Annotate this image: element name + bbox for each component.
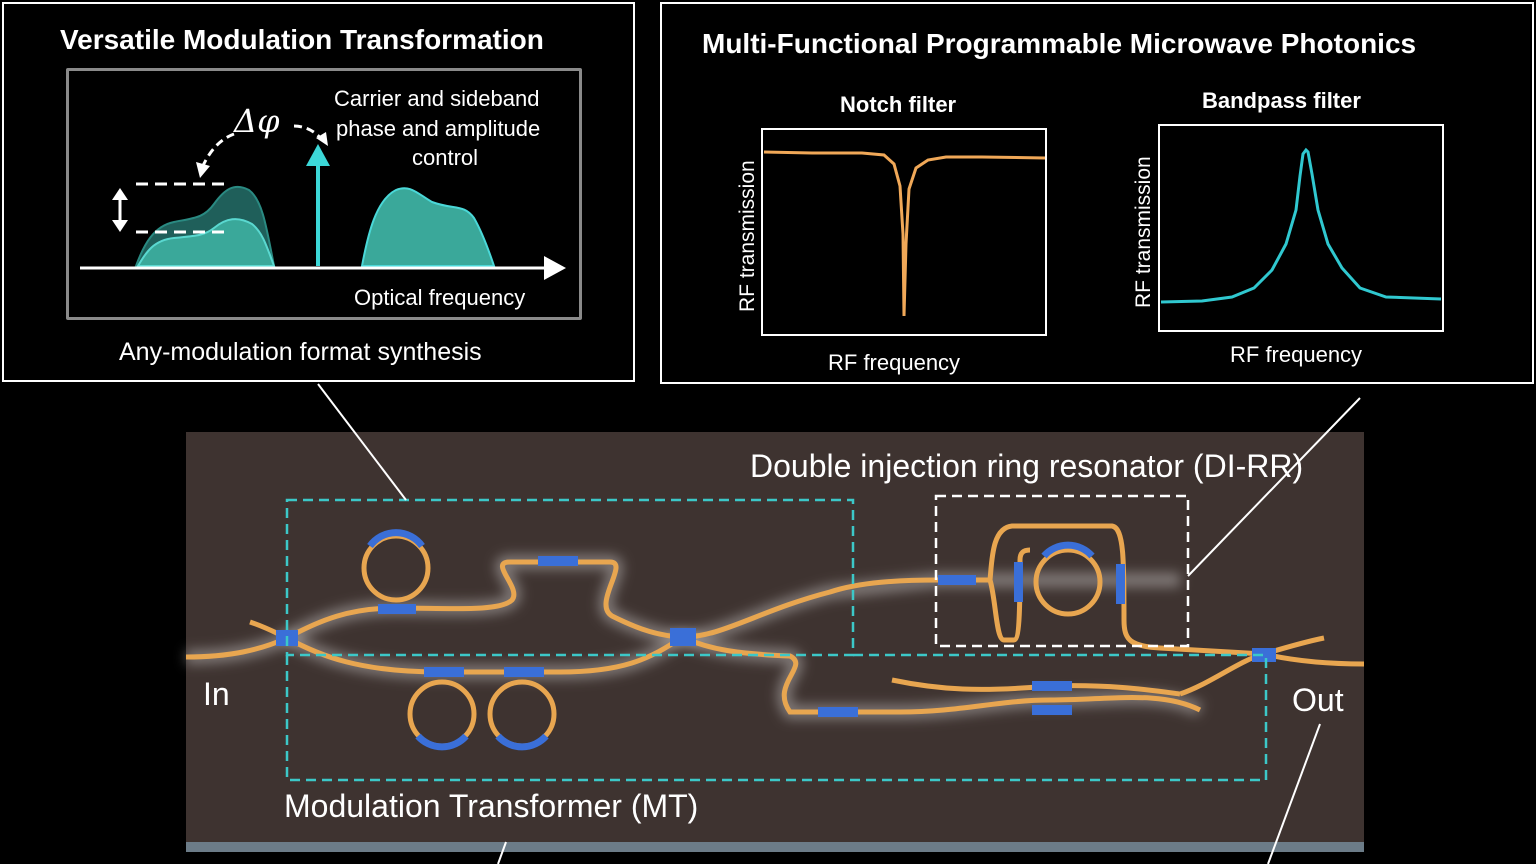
optical-frequency-label: Optical frequency <box>354 285 526 310</box>
ring-heater-dirr <box>1041 541 1095 559</box>
notch-filter-title: Notch filter <box>840 92 957 117</box>
heaters <box>276 529 1276 751</box>
mt-dashed-box <box>285 498 855 657</box>
in-label: In <box>203 676 230 712</box>
bandpass-ylabel: RF transmission <box>1132 156 1155 308</box>
filter-curves: RF transmission RF transmission <box>736 147 1442 317</box>
heater-dirr-right <box>1116 564 1125 604</box>
left-sideband-modified <box>136 218 276 267</box>
ring-heater-bottom-2 <box>495 733 549 751</box>
waveguide-dirr-inner <box>987 547 1031 643</box>
coupler-output <box>1252 648 1276 662</box>
heater-dirr-left <box>1014 562 1023 602</box>
coupler-input <box>276 630 298 646</box>
ring-top-left <box>361 533 431 603</box>
ring-heater-top-left <box>367 529 425 549</box>
waveguide-lattice-a <box>891 677 1181 697</box>
waveguide-output-cross <box>1263 635 1325 657</box>
heater-lower-1 <box>424 667 464 677</box>
phase-arrow-left <box>200 132 235 169</box>
waveguide-input <box>185 635 289 660</box>
bandpass-plot-frame <box>1158 124 1444 332</box>
waveguides <box>185 523 1365 749</box>
mt-label: Modulation Transformer (MT) <box>284 788 699 824</box>
bandpass-curve <box>1160 147 1442 304</box>
mt-dashed-box-extension <box>285 653 1268 782</box>
waveguide-mt-lower <box>285 634 684 675</box>
notch-xlabel: RF frequency <box>828 350 961 375</box>
panel-title-microwave: Multi-Functional Programmable Microwave … <box>702 28 1417 59</box>
bandpass-xlabel: RF frequency <box>1230 342 1363 367</box>
chip-edge <box>186 842 1364 852</box>
notch-plot-frame <box>761 128 1047 336</box>
notch-curve <box>763 150 1046 317</box>
waveguide-mt-upper <box>285 559 683 641</box>
connector-left <box>317 383 407 501</box>
control-label-line1: Carrier and sideband <box>334 86 540 111</box>
control-label-line2: phase and amplitude <box>336 116 541 141</box>
ring-heater-bottom-1 <box>415 733 469 751</box>
chip-substrate <box>186 432 1364 842</box>
waveguide-lower-branch <box>680 634 1202 715</box>
heater-lattice-2 <box>1032 705 1072 715</box>
connector-right <box>1187 397 1361 577</box>
connector-bottom <box>497 841 507 864</box>
heater-upper <box>378 604 416 614</box>
panel-title-modulation: Versatile Modulation Transformation <box>60 24 544 55</box>
phase-arrow-right-head <box>316 132 328 146</box>
heater-lattice-1 <box>1032 681 1072 691</box>
ring-bottom-1 <box>407 679 477 749</box>
right-sideband <box>360 187 496 267</box>
ring-dirr <box>1033 547 1103 617</box>
bandpass-filter-title: Bandpass filter <box>1202 88 1361 113</box>
heater-dirr-in <box>938 575 976 585</box>
spectrum-diagram <box>80 124 566 280</box>
delta-phi-label: Δφ <box>234 102 280 140</box>
heater-bottom <box>818 707 858 717</box>
dirr-label: Double injection ring resonator (DI-RR) <box>750 448 1304 484</box>
modulation-transformation-panel: Versatile Modulation Transformation Δφ C… <box>2 2 635 382</box>
carrier-arrow-head <box>306 144 330 166</box>
notch-ylabel: RF transmission <box>736 160 759 312</box>
heater-lower-2 <box>504 667 544 677</box>
dirr-dashed-box <box>934 494 1190 648</box>
microwave-photonics-panel: Multi-Functional Programmable Microwave … <box>660 2 1534 384</box>
coupler-mid <box>670 628 696 646</box>
waveguide-to-dirr <box>681 577 990 640</box>
ring-bottom-2 <box>487 679 557 749</box>
phase-arrow-left-head <box>196 162 210 178</box>
connector-out <box>1267 723 1321 864</box>
waveguide-dirr-loop <box>987 523 1265 657</box>
heater-top <box>538 556 578 566</box>
waveguide-input-cross <box>249 619 289 641</box>
out-label: Out <box>1292 682 1344 718</box>
modulation-caption: Any-modulation format synthesis <box>119 338 482 366</box>
control-label-line3: control <box>412 145 479 170</box>
frequency-axis-arrowhead <box>544 256 566 280</box>
amplitude-arrow-down <box>112 220 128 232</box>
spectrum-inset <box>66 68 582 320</box>
amplitude-arrow-up <box>112 188 128 200</box>
